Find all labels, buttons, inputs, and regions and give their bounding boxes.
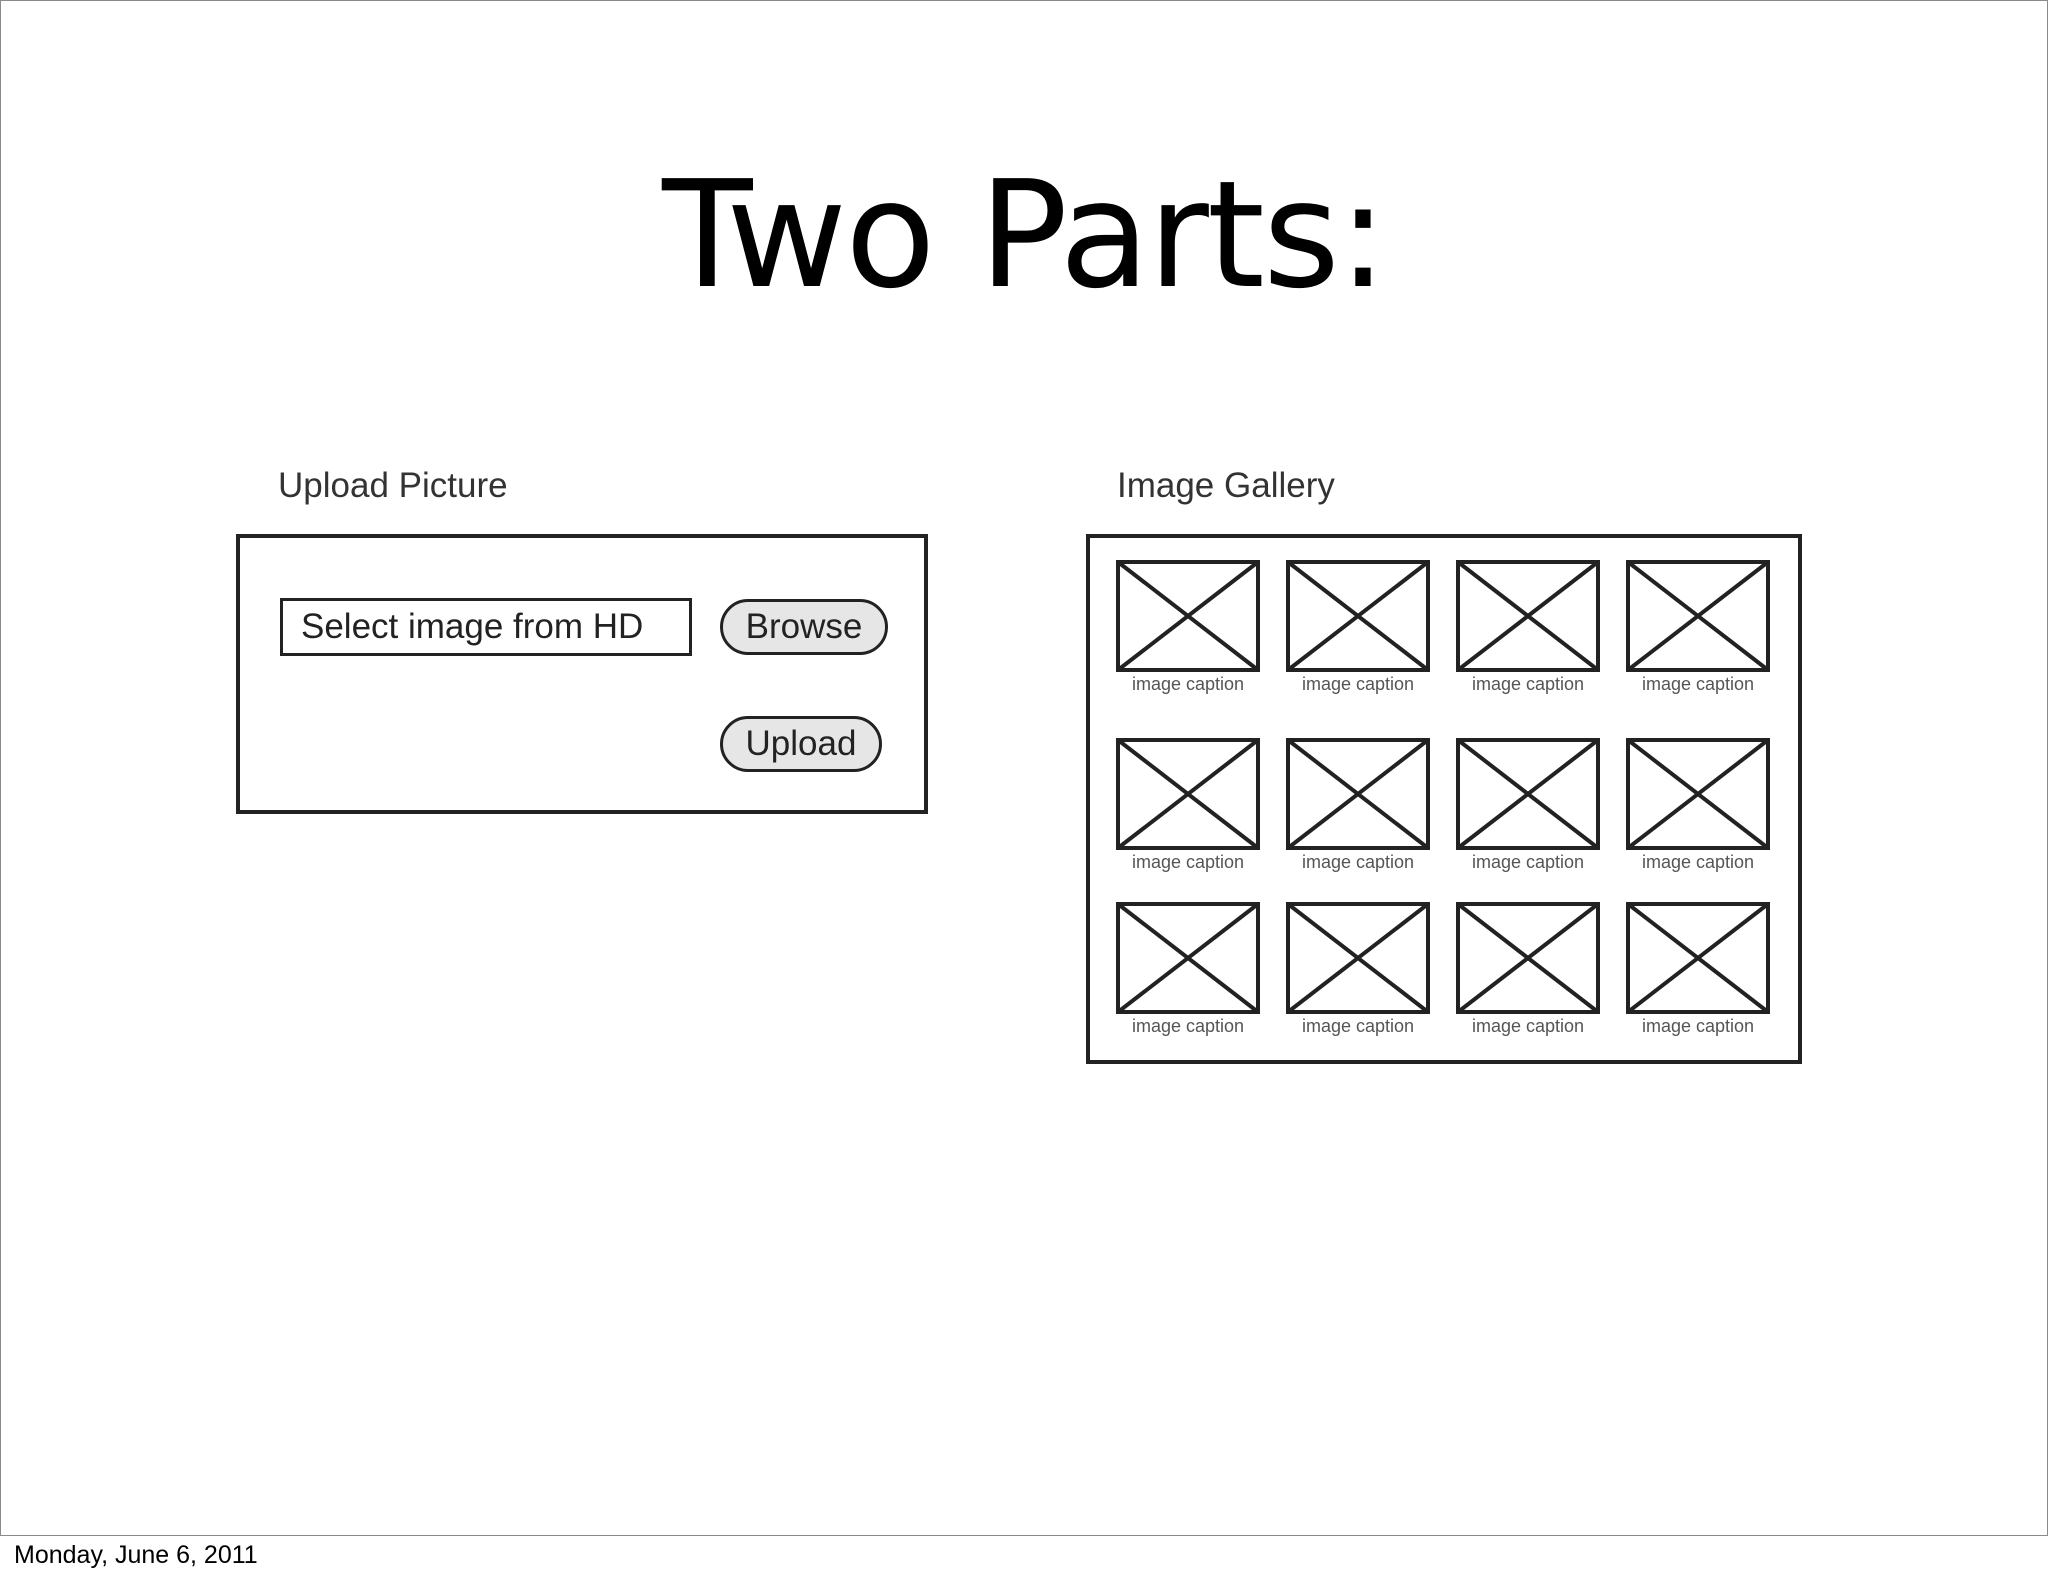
gallery-item[interactable]: image caption <box>1456 902 1600 1037</box>
image-gallery-label: Image Gallery <box>1117 466 1335 505</box>
upload-button[interactable]: Upload <box>720 716 882 772</box>
image-caption: image caption <box>1641 674 1755 694</box>
image-caption: image caption <box>1641 852 1755 872</box>
image-caption: image caption <box>1471 852 1585 872</box>
file-path-input[interactable]: Select image from HD <box>280 598 692 656</box>
image-placeholder-icon <box>1456 902 1600 1014</box>
gallery-item[interactable]: image caption <box>1626 560 1770 695</box>
image-placeholder-icon <box>1116 902 1260 1014</box>
gallery-item[interactable]: image caption <box>1116 560 1260 695</box>
gallery-item[interactable]: image caption <box>1626 902 1770 1037</box>
image-caption: image caption <box>1471 1016 1585 1036</box>
footer-date: Monday, June 6, 2011 <box>14 1541 258 1569</box>
gallery-item[interactable]: image caption <box>1626 738 1770 873</box>
image-caption: image caption <box>1301 852 1415 872</box>
image-caption: image caption <box>1641 1016 1755 1036</box>
gallery-item[interactable]: image caption <box>1286 738 1430 873</box>
image-placeholder-icon <box>1286 560 1430 672</box>
image-caption: image caption <box>1131 1016 1245 1036</box>
image-caption: image caption <box>1131 674 1245 694</box>
gallery-item[interactable]: image caption <box>1456 738 1600 873</box>
gallery-item[interactable]: image caption <box>1456 560 1600 695</box>
browse-button[interactable]: Browse <box>720 599 888 655</box>
image-placeholder-icon <box>1116 560 1260 672</box>
image-placeholder-icon <box>1456 560 1600 672</box>
gallery-item[interactable]: image caption <box>1116 902 1260 1037</box>
gallery-item[interactable]: image caption <box>1286 902 1430 1037</box>
upload-picture-label: Upload Picture <box>278 466 508 505</box>
upload-panel: Select image from HD Browse Upload <box>236 534 928 814</box>
footer-bar <box>0 1536 2048 1576</box>
gallery-item[interactable]: image caption <box>1286 560 1430 695</box>
image-placeholder-icon <box>1116 738 1260 850</box>
image-placeholder-icon <box>1286 902 1430 1014</box>
image-placeholder-icon <box>1456 738 1600 850</box>
image-placeholder-icon <box>1286 738 1430 850</box>
image-gallery-panel: image caption image caption image caption i… <box>1086 534 1802 1064</box>
image-caption: image caption <box>1301 1016 1415 1036</box>
image-placeholder-icon <box>1626 902 1770 1014</box>
image-caption: image caption <box>1131 852 1245 872</box>
gallery-item[interactable]: image caption <box>1116 738 1260 873</box>
slide-title: Two Parts: <box>662 149 1388 321</box>
image-caption: image caption <box>1301 674 1415 694</box>
image-caption: image caption <box>1471 674 1585 694</box>
image-placeholder-icon <box>1626 738 1770 850</box>
image-placeholder-icon <box>1626 560 1770 672</box>
